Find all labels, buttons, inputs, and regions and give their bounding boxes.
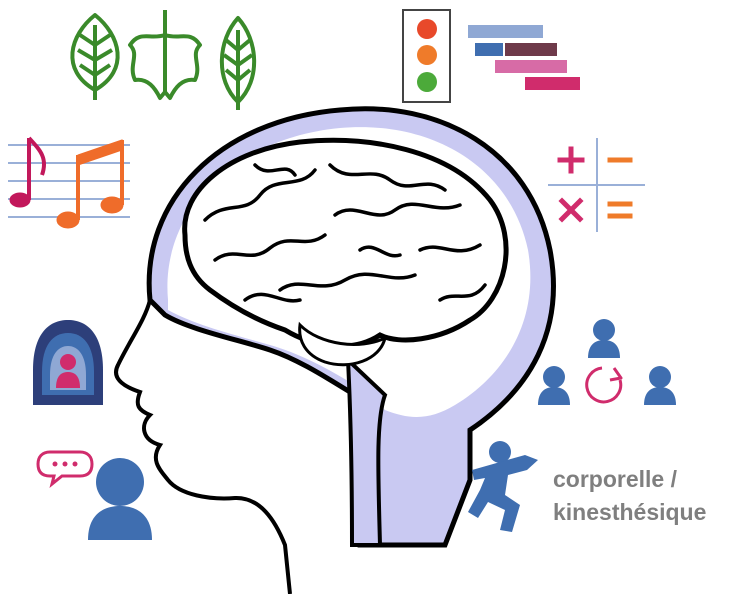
label-line-2: kinesthésique (553, 499, 707, 525)
leaf-icon (70, 13, 120, 100)
intrapersonal-person-icon (33, 320, 103, 405)
maple-leaf-icon (128, 10, 202, 100)
interpersonal-group-icon (538, 319, 676, 405)
traffic-light-icon (402, 9, 451, 103)
label-line-1: corporelle / (553, 466, 677, 492)
running-person-icon (468, 441, 538, 532)
fern-leaf-icon (219, 16, 257, 110)
person-icon (88, 458, 152, 540)
face-profile (114, 299, 292, 594)
head-silhouette (114, 106, 556, 594)
math-operators-icon (548, 138, 645, 232)
music-notes-icon (8, 136, 130, 229)
brainstem (345, 355, 388, 547)
gantt-bars-icon (468, 25, 580, 90)
intelligence-label: corporelle / kinesthésique (553, 463, 706, 529)
speech-bubble-icon (36, 450, 94, 488)
